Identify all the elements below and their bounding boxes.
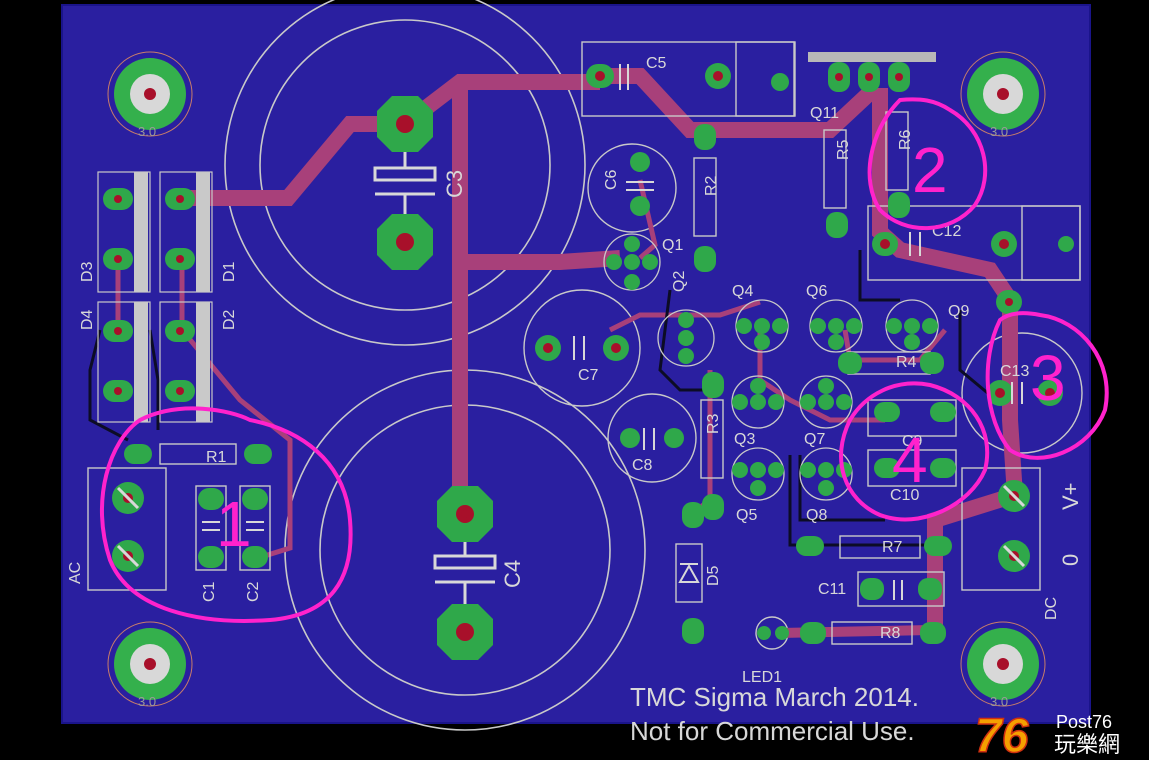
watermark-cjk-text: 玩樂網 (1054, 733, 1120, 758)
label-c8: C8 (632, 457, 653, 474)
annotation-label-3: 3 (1030, 342, 1066, 414)
label-q5: Q5 (736, 507, 757, 524)
diode-d5-symbol (678, 563, 700, 583)
transistor-q2-outline (657, 309, 715, 367)
capacitor-c1-body (195, 485, 227, 571)
label-c10: C10 (890, 487, 919, 504)
label-r8: R8 (880, 625, 901, 642)
label-c6: C6 (603, 169, 620, 190)
label-c2: C2 (245, 581, 262, 602)
resistor-r3-body (700, 399, 724, 479)
resistor-r1-body (159, 443, 237, 465)
label-dc-pin-zero: 0 (1058, 554, 1083, 566)
label-d4: D4 (79, 309, 96, 330)
mount-hole-bottom-right (960, 621, 1046, 707)
watermark-post-text: Post76 (1056, 712, 1112, 732)
label-dc-connector: DC (1043, 597, 1060, 620)
resistor-r2-body (693, 157, 717, 237)
label-dc-pin-plus: V+ (1058, 482, 1083, 510)
annotation-label-2: 2 (912, 134, 948, 206)
resistor-r8-body (831, 621, 913, 645)
board-title-line1: TMC Sigma March 2014. (630, 682, 919, 712)
label-hole-top-right: 3.0 (990, 124, 1008, 139)
transistor-q5-outline (731, 447, 785, 501)
capacitor-c2-body (239, 485, 271, 571)
label-c7: C7 (578, 367, 599, 384)
capacitor-c9-body (867, 399, 957, 437)
label-ac-connector: AC (67, 562, 84, 584)
mount-hole-top-left (107, 51, 193, 137)
capacitor-c11-body (857, 571, 945, 607)
label-c13: C13 (1000, 363, 1029, 380)
transistor-q8-outline (799, 447, 853, 501)
capacitor-c8-outline (607, 393, 697, 483)
label-r6: R6 (897, 129, 914, 150)
regulator-q11-tab (808, 52, 936, 62)
watermark-logo: 76 Post76 玩樂網 (974, 709, 1120, 760)
label-hole-bottom-left: 3.0 (138, 694, 156, 709)
label-r4: R4 (896, 354, 917, 371)
c5-tab-box (735, 41, 795, 117)
resistor-r7-body (839, 535, 921, 559)
board-title-line2: Not for Commercial Use. (630, 716, 915, 746)
label-q4: Q4 (732, 283, 753, 300)
watermark-number: 76 (975, 710, 1029, 760)
capacitor-c6-outline (587, 143, 677, 233)
label-r2: R2 (703, 175, 720, 196)
capacitor-c5-outline (581, 41, 796, 117)
label-c1: C1 (201, 581, 218, 602)
label-led1: LED1 (742, 669, 782, 686)
label-c9: C9 (902, 433, 923, 450)
annotation-circles (100, 97, 1109, 623)
label-q7: Q7 (804, 431, 825, 448)
mount-hole-bottom-left (107, 621, 193, 707)
mount-hole-top-right (960, 51, 1046, 137)
label-hole-bottom-right: 3.0 (990, 694, 1008, 709)
label-r3: R3 (705, 413, 722, 434)
label-q8: Q8 (806, 507, 827, 524)
annotation-label-1: 1 (216, 488, 252, 560)
diode-d5-body (675, 543, 703, 603)
resistor-r6-body (885, 111, 909, 191)
diode-d1-body (196, 172, 210, 292)
label-q11: Q11 (810, 105, 839, 122)
label-q2: Q2 (671, 271, 688, 292)
capacitor-c13-outline (961, 332, 1083, 454)
label-hole-top-left: 3.0 (138, 124, 156, 139)
label-q9: Q9 (948, 303, 969, 320)
capacitor-c3-outline (224, 0, 586, 346)
diode-d2-body (196, 302, 210, 422)
label-c5: C5 (646, 55, 667, 72)
copper-pour (61, 4, 1091, 724)
diode-d3-body (134, 172, 148, 292)
connector-ac-body (87, 467, 167, 591)
label-c11: C11 (818, 581, 846, 598)
resistor-r5-body (823, 129, 847, 209)
annotation-label-4: 4 (892, 424, 928, 496)
label-r5: R5 (835, 139, 852, 160)
label-d1: D1 (221, 261, 238, 282)
connector-dc-body (961, 467, 1041, 591)
capacitor-c7-outline (523, 289, 641, 407)
label-q6: Q6 (806, 283, 827, 300)
label-q3: Q3 (734, 431, 755, 448)
diode-d4-body (134, 302, 148, 422)
label-c3: C3 (442, 170, 467, 198)
label-r7: R7 (882, 539, 903, 556)
label-q1: Q1 (662, 237, 683, 254)
label-d2: D2 (221, 309, 238, 330)
c12-tab-box (1021, 205, 1081, 281)
label-d5: D5 (705, 565, 722, 586)
label-d3: D3 (79, 261, 96, 282)
label-r1: R1 (206, 449, 227, 466)
label-c4: C4 (500, 560, 525, 588)
